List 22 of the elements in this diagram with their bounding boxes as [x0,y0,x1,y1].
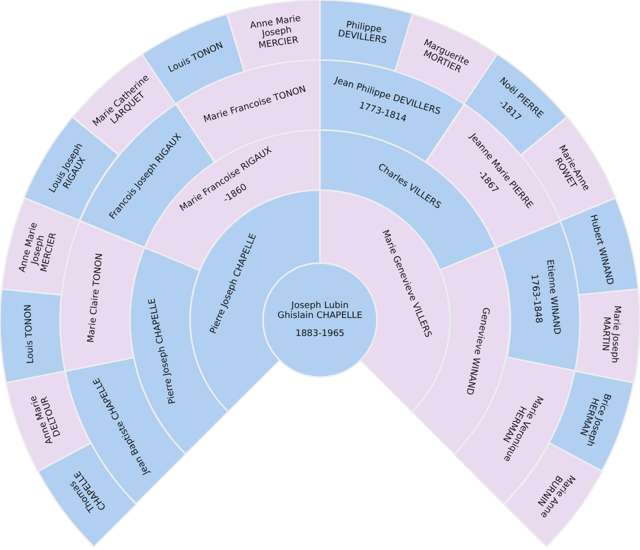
person-name: Pierre Joseph CHAPELLE [148,298,179,405]
person-name: Marie Joseph MARTIN [598,304,622,366]
life-dates: 1763-1848 [528,274,543,324]
ancestor-segment [2,198,80,294]
person-name: Louis TONON [24,304,37,364]
root-person-circle [263,263,377,377]
ancestor-segment [0,288,65,382]
ancestor-segment [60,220,144,371]
person-name: Philippe DEVILLERS [336,19,388,49]
life-dates: 1883-1965 [295,328,345,340]
ancestor-segment [560,198,638,294]
ancestor-segment [227,0,320,72]
ancestor-segment [575,288,640,382]
ancestor-segment [549,370,634,471]
person-name: Hubert WINAND [588,213,616,286]
person-name: Etienne WINAND [544,259,562,335]
ancestor-segment [320,0,413,72]
person-name: Anne Marie Joseph MERCIER [248,13,303,54]
ancestor-segment [496,220,580,371]
person-name: Marie Claire TONON [86,252,106,344]
ancestor-segment [6,370,91,471]
person-name: Joseph Lubin Ghislain CHAPELLE [276,300,364,322]
